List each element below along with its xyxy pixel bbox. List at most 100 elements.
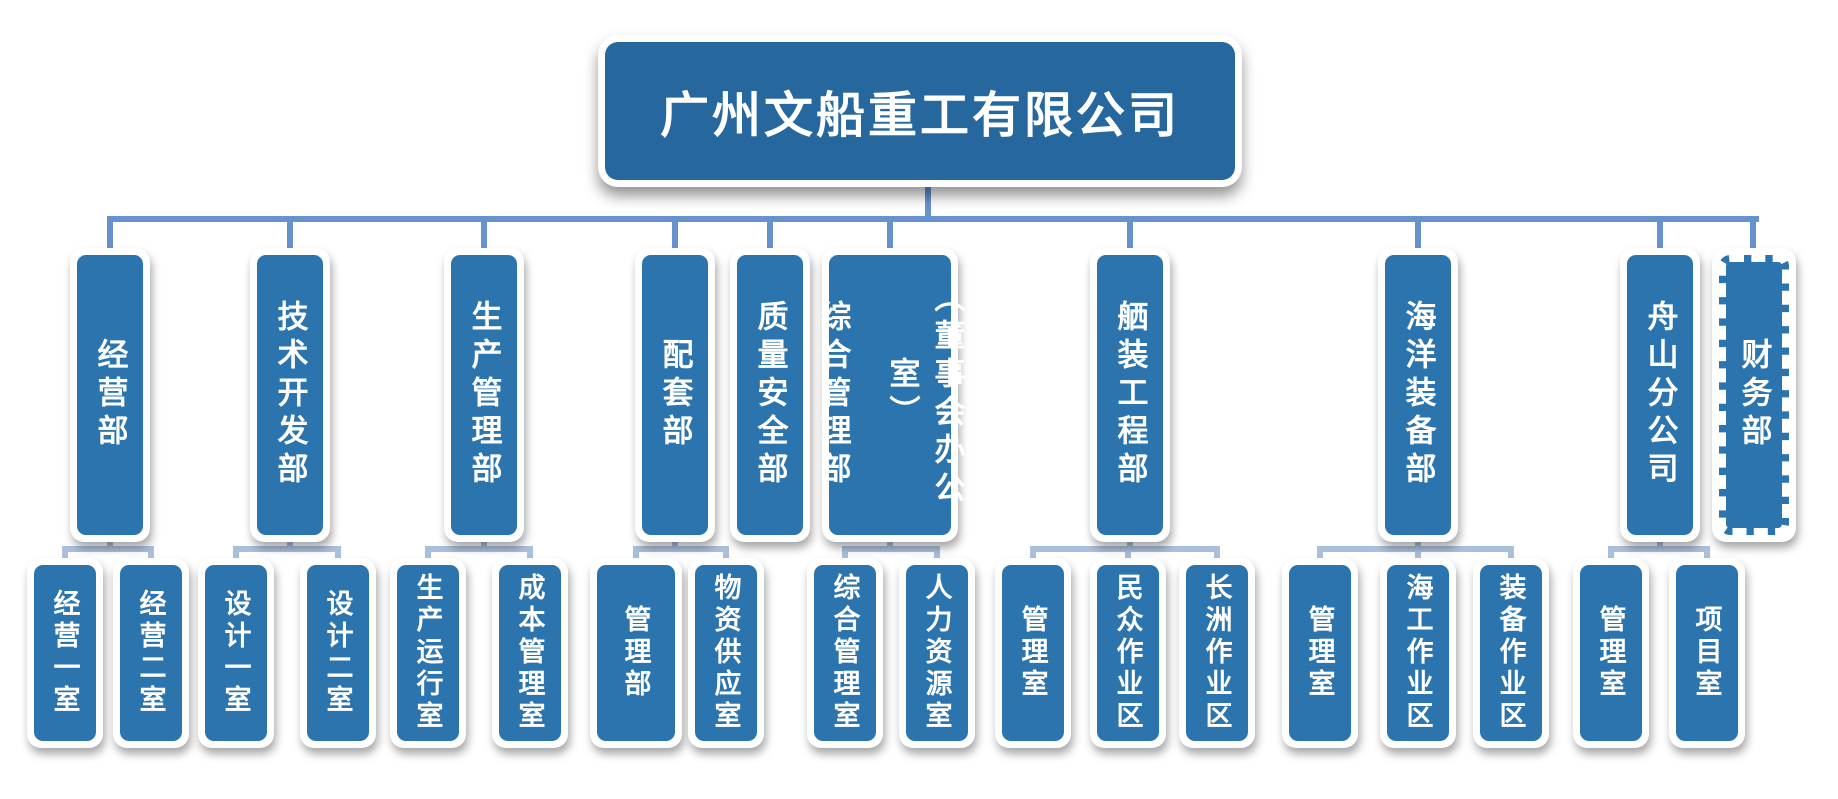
connector-drop: [1657, 222, 1663, 250]
connector-child-drop: [148, 552, 154, 562]
connector-child-drop: [842, 552, 848, 562]
connector-child-drop: [723, 552, 729, 562]
connector-child-drop: [934, 552, 940, 562]
office-node: 设计二室: [300, 558, 376, 748]
dept-node-label: 技术开发部: [257, 255, 323, 535]
dept-node-label: 质量安全部: [737, 255, 803, 535]
office-node-label: 项目室: [1676, 565, 1738, 741]
connector-child-drop: [1214, 552, 1220, 562]
connector-drop: [1127, 222, 1133, 250]
connector-parent-stub: [887, 540, 893, 548]
connector-child-drop: [527, 552, 533, 562]
connector-drop: [287, 222, 293, 250]
connector-drop: [107, 222, 113, 250]
root-node: 广州文船重工有限公司: [598, 35, 1242, 187]
connector-bracket: [62, 546, 154, 552]
connector-bus: [107, 216, 1759, 222]
office-node-label: 民众作业区: [1097, 565, 1159, 741]
office-node: 综合管理室: [807, 558, 883, 748]
office-node: 设计一室: [198, 558, 274, 748]
dept-node-zongheguanlibu: 综合管理部 （董事会办公室）: [816, 248, 965, 542]
root-node-label: 广州文船重工有限公司: [605, 42, 1235, 180]
office-node: 民众作业区: [1090, 558, 1166, 748]
office-node-label: 装备作业区: [1480, 565, 1542, 741]
office-node-label: 经营二室: [120, 565, 182, 741]
office-node: 装备作业区: [1473, 558, 1549, 748]
office-node: 物资供应室: [688, 558, 764, 748]
dept-node-label: 经营部: [77, 255, 143, 535]
dept-node-xizhuanggongchengbu: 舾装工程部: [1090, 248, 1170, 542]
office-node-label: 管理室: [1289, 565, 1351, 741]
connector-child-drop: [1030, 552, 1036, 562]
connector-parent-stub: [1415, 540, 1421, 548]
dept-node-label: 财务部: [1719, 255, 1789, 535]
connector-bracket: [842, 546, 940, 552]
office-node-label: 设计二室: [307, 565, 369, 741]
dept-node-label: 综合管理部: [815, 300, 851, 490]
office-node-label: 人力资源室: [906, 565, 968, 741]
connector-parent-stub: [107, 540, 113, 548]
office-node: 经营一室: [27, 558, 103, 748]
office-node-label: 综合管理室: [814, 565, 876, 741]
connector-child-drop: [1704, 552, 1710, 562]
connector-drop: [767, 222, 773, 250]
office-node-label: 管理部: [597, 565, 675, 741]
office-node-label: 经营一室: [34, 565, 96, 741]
connector-parent-stub: [1657, 540, 1663, 548]
office-node-label: 设计一室: [205, 565, 267, 741]
dept-node-label: 海洋装备部: [1385, 255, 1451, 535]
connector-parent-stub: [481, 540, 487, 548]
office-node-label: 管理室: [1580, 565, 1642, 741]
dept-node-label: 舾装工程部: [1097, 255, 1163, 535]
connector-drop: [672, 222, 678, 250]
office-node: 管理室: [1282, 558, 1358, 748]
dept-node-label: 配套部: [642, 255, 708, 535]
dept-node-haiyangzhuangbeibu: 海洋装备部: [1378, 248, 1458, 542]
office-node: 管理部: [590, 558, 682, 748]
dept-node-shengchanguanlibu: 生产管理部: [444, 248, 524, 542]
connector-child-drop: [233, 552, 239, 562]
dept-node-zhiliangangquanbu: 质量安全部: [730, 248, 810, 542]
office-node-label: 海工作业区: [1387, 565, 1449, 741]
connector-child-drop: [1508, 552, 1514, 562]
office-node: 长洲作业区: [1179, 558, 1255, 748]
office-node: 管理室: [1573, 558, 1649, 748]
connector-drop: [1415, 222, 1421, 250]
connector-child-drop: [633, 552, 639, 562]
office-node: 成本管理室: [492, 558, 568, 748]
office-node: 人力资源室: [899, 558, 975, 748]
connector-child-drop: [62, 552, 68, 562]
connector-child-drop: [335, 552, 341, 562]
office-node: 经营二室: [113, 558, 189, 748]
connector-drop: [1750, 222, 1756, 250]
connector-bracket: [233, 546, 341, 552]
office-node-label: 管理室: [1002, 565, 1064, 741]
dept-node-jingyingbu: 经营部: [70, 248, 150, 542]
office-node: 管理室: [995, 558, 1071, 748]
connector-child-drop: [1415, 552, 1421, 562]
connector-bracket: [425, 546, 533, 552]
dept-node-jishukaifabu: 技术开发部: [250, 248, 330, 542]
connector-child-drop: [425, 552, 431, 562]
connector-root-stub: [925, 180, 931, 218]
connector-drop: [887, 222, 893, 250]
office-node-label: 长洲作业区: [1186, 565, 1248, 741]
dept-node-label-secondary: （董事会办公室）: [884, 281, 965, 509]
connector-drop: [481, 222, 487, 250]
office-node: 生产运行室: [390, 558, 466, 748]
connector-bracket: [1030, 546, 1220, 552]
office-node-label: 物资供应室: [695, 565, 757, 741]
office-node-label: 成本管理室: [499, 565, 561, 741]
connector-parent-stub: [287, 540, 293, 548]
office-node-label: 生产运行室: [397, 565, 459, 741]
connector-parent-stub: [672, 540, 678, 548]
connector-child-drop: [1125, 552, 1131, 562]
office-node: 项目室: [1669, 558, 1745, 748]
connector-bracket: [633, 546, 729, 552]
dept-node-peitaobu: 配套部: [635, 248, 715, 542]
connector-bracket: [1317, 546, 1514, 552]
connector-parent-stub: [1127, 540, 1133, 548]
connector-child-drop: [1608, 552, 1614, 562]
connector-bracket: [1608, 546, 1710, 552]
